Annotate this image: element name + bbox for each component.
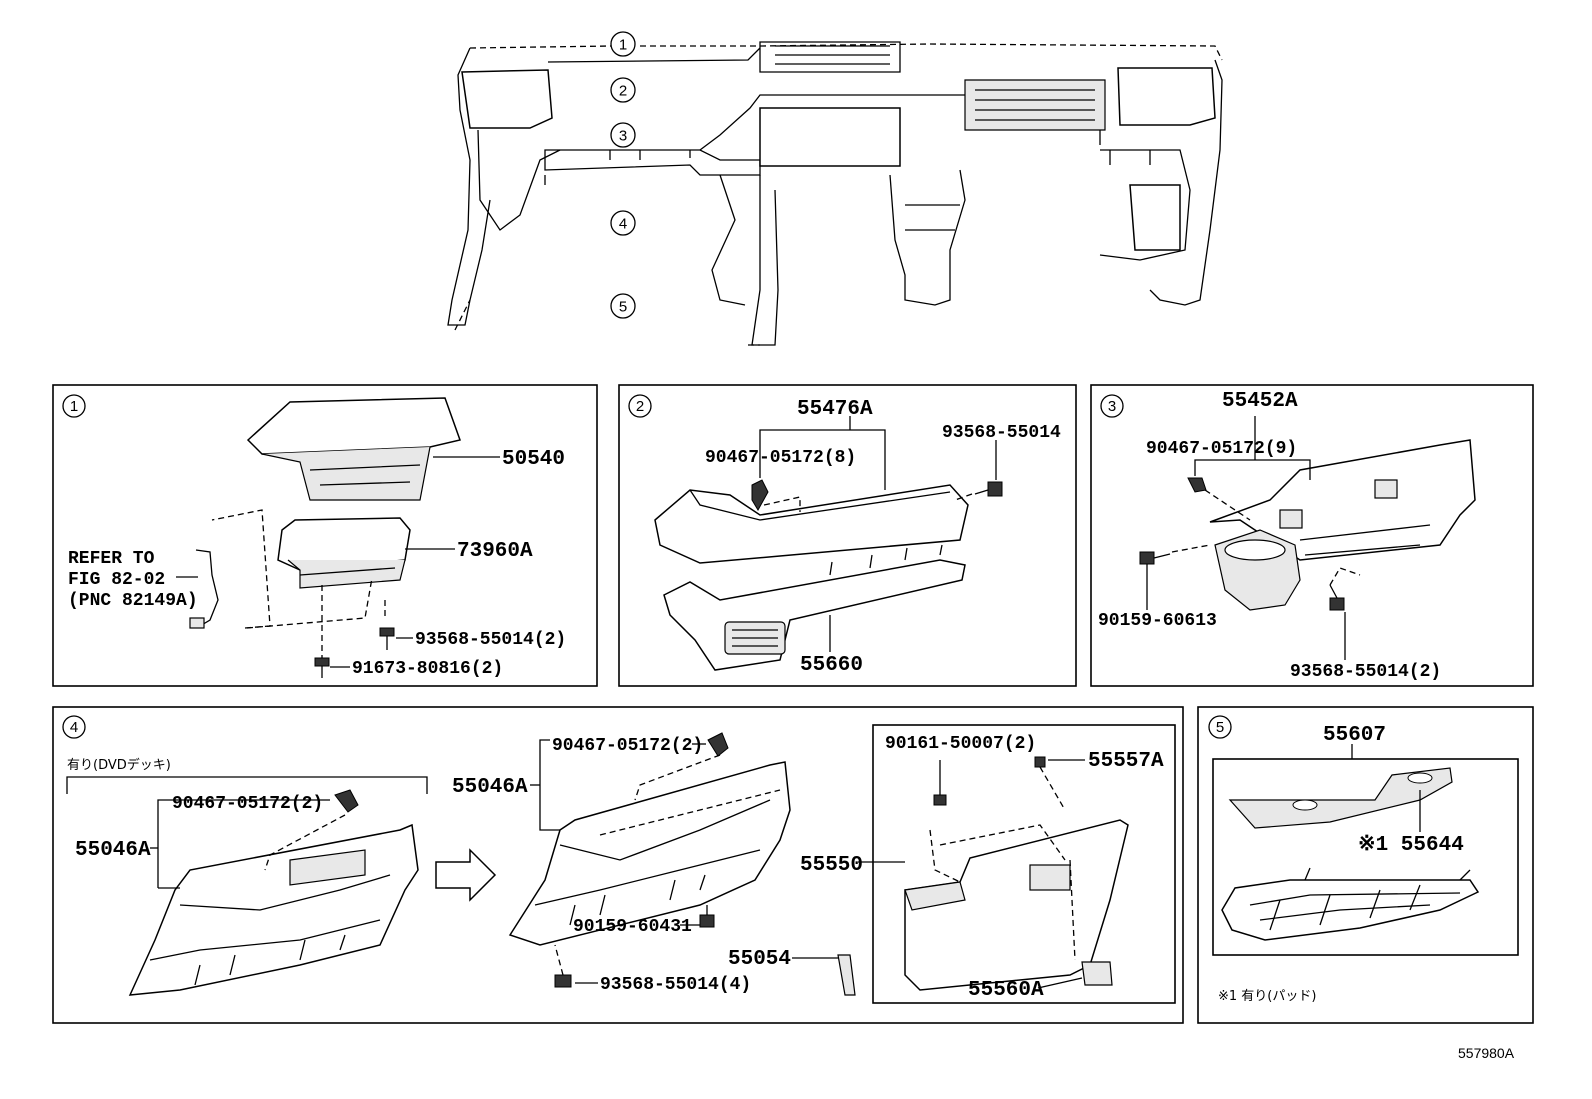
panel-2: 2 55476A 90467-05172(8) 93568-55014 [618, 384, 1077, 687]
pad-55644-part[interactable] [1228, 767, 1453, 829]
arrow-right-icon [435, 848, 497, 902]
garnish-55476a-part[interactable] [654, 484, 969, 564]
label-55607[interactable]: 55607 [1323, 724, 1386, 747]
panel-5-frame [1197, 706, 1534, 1024]
clip-90467-icon [1187, 477, 1207, 493]
callout-circle-4[interactable]: 4 [610, 210, 636, 236]
bolt-90159-icon [699, 905, 715, 928]
bolt-93568-icon [554, 974, 572, 988]
svg-text:4: 4 [70, 719, 78, 736]
clip-90467-icon [707, 732, 729, 757]
refer-line-1: REFER TO [68, 549, 155, 569]
bracket-55046a-right-part[interactable] [508, 761, 791, 946]
label-93568-55014-4[interactable]: 93568-55014(4) [600, 975, 751, 995]
panel-4-frame [52, 706, 1184, 1024]
label-55557a[interactable]: 55557A [1088, 750, 1164, 773]
airbag-cover-50540-part[interactable] [246, 397, 461, 501]
callout-circle-1[interactable]: 1 [610, 31, 636, 57]
svg-text:5: 5 [1216, 719, 1224, 736]
glovebox-55550-part[interactable] [904, 819, 1129, 991]
airbag-module-73960a-part[interactable] [277, 517, 411, 589]
panel-1-frame [52, 384, 598, 687]
screw-55557a-icon [1034, 756, 1046, 768]
clip-55054-part[interactable] [837, 954, 856, 996]
label-55660[interactable]: 55660 [800, 654, 863, 677]
svg-text:1: 1 [619, 37, 627, 54]
label-55644[interactable]: ※1 55644 [1358, 833, 1464, 857]
screw-90161-icon [933, 760, 947, 806]
bolt-93568-icon [1329, 584, 1345, 611]
panel-3: 3 55452A 90467-05172(9) 90159-6 [1090, 384, 1534, 687]
label-90159-60613[interactable]: 90159-60613 [1098, 611, 1217, 631]
dvd-deck-note: 有り(DVDデッキ) [67, 757, 171, 773]
bolt-90159-icon [1139, 551, 1171, 565]
svg-text:2: 2 [619, 83, 627, 100]
panel-5: 5 55607 ※1 55644 ※1 有り(パッド) [1197, 706, 1534, 1024]
lower-panel-55660-part[interactable] [663, 544, 966, 671]
refer-line-3: (PNC 82149A) [68, 591, 198, 611]
panel-4: 4 有り(DVDデッキ) 90467-05172(2) 55046A [52, 706, 1184, 1024]
label-73960a[interactable]: 73960A [457, 540, 533, 563]
svg-text:1: 1 [70, 398, 78, 415]
lower-cover-55452a-part[interactable] [1209, 439, 1476, 611]
figure-id: 557980A [1458, 1045, 1515, 1061]
bracket-55046a-left-part[interactable] [128, 823, 419, 996]
label-50540[interactable]: 50540 [502, 448, 565, 471]
panel-5-subframe [1212, 758, 1519, 956]
label-93568-55014-2[interactable]: 93568-55014(2) [415, 630, 566, 650]
footnote-pad: ※1 有り(パッド) [1218, 989, 1316, 1004]
panel-1-circle: 1 [62, 394, 86, 418]
label-93568-55014[interactable]: 93568-55014 [942, 423, 1061, 443]
label-55476a[interactable]: 55476A [797, 398, 873, 421]
panel-2-circle: 2 [628, 394, 652, 418]
panel-3-frame [1090, 384, 1534, 687]
svg-text:3: 3 [619, 128, 627, 145]
callout-circle-2[interactable]: 2 [610, 77, 636, 103]
bolt-91673-icon [314, 657, 330, 678]
connector-icon [189, 617, 205, 629]
glovebox-liner-55607-part[interactable] [1221, 867, 1480, 941]
svg-text:2: 2 [636, 398, 644, 415]
svg-text:3: 3 [1108, 398, 1116, 415]
clip-90467-icon [334, 789, 359, 813]
label-55560a[interactable]: 55560A [968, 979, 1044, 1002]
bolt-93568-icon [379, 627, 395, 650]
panel-5-circle: 5 [1208, 715, 1232, 739]
panel-2-frame [618, 384, 1077, 687]
label-90467-05172-2-right[interactable]: 90467-05172(2) [552, 736, 703, 756]
label-55046a-right[interactable]: 55046A [452, 776, 528, 799]
panel-4-circle: 4 [62, 715, 86, 739]
svg-text:5: 5 [619, 299, 627, 316]
label-90467-05172-2-left[interactable]: 90467-05172(2) [172, 794, 323, 814]
label-55054[interactable]: 55054 [728, 948, 791, 971]
label-55550[interactable]: 55550 [800, 854, 863, 877]
svg-text:4: 4 [619, 216, 627, 233]
overview-callouts: 1 2 3 4 5 [610, 31, 636, 319]
glovebox-subframe [872, 724, 1176, 1004]
label-90467-05172-9[interactable]: 90467-05172(9) [1146, 439, 1297, 459]
refer-line-2: FIG 82-02 [68, 570, 165, 590]
label-90467-05172-8[interactable]: 90467-05172(8) [705, 448, 856, 468]
panel-1: 1 5054 [52, 384, 598, 687]
clip-90467-icon [751, 479, 769, 511]
label-55452a[interactable]: 55452A [1222, 390, 1298, 413]
catch-55560a-part[interactable] [1081, 961, 1113, 986]
callout-circle-5[interactable]: 5 [610, 293, 636, 319]
label-93568-55014-2[interactable]: 93568-55014(2) [1290, 662, 1441, 682]
dashboard-reinforcement-overview [447, 41, 1223, 346]
label-91673-80816-2[interactable]: 91673-80816(2) [352, 659, 503, 679]
label-55046a-left[interactable]: 55046A [75, 839, 151, 862]
callout-circle-3[interactable]: 3 [610, 122, 636, 148]
bolt-93568-icon [974, 481, 1003, 497]
label-90159-60431[interactable]: 90159-60431 [573, 917, 692, 937]
panel-3-circle: 3 [1100, 394, 1124, 418]
label-90161-50007-2[interactable]: 90161-50007(2) [885, 734, 1036, 754]
